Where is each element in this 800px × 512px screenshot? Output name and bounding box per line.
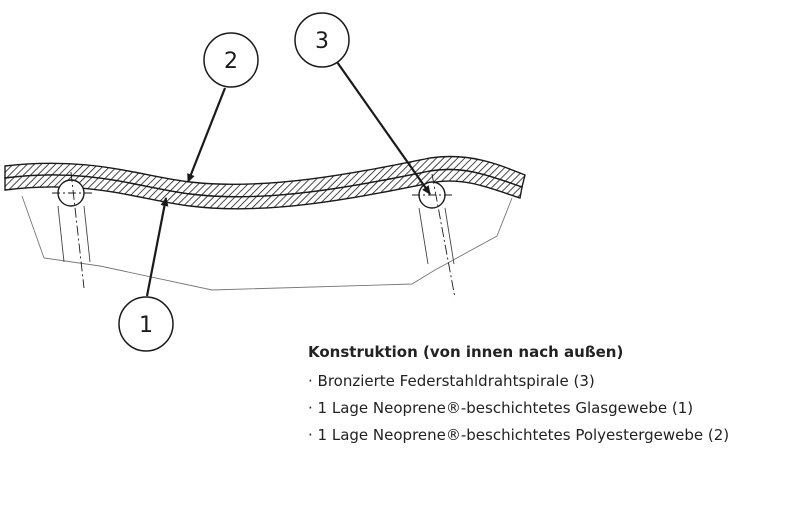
wire-spiral-left xyxy=(52,171,92,289)
callout-2-label: 2 xyxy=(224,49,238,74)
legend-item-wire-spiral: · Bronzierte Federstahldrahtspirale (3) xyxy=(308,372,595,390)
arrow-3 xyxy=(336,61,431,195)
callout-1-label: 1 xyxy=(139,313,153,338)
wire-spiral-right xyxy=(412,173,456,299)
legend-item-polyester-fabric: · 1 Lage Neoprene®-beschichtetes Polyest… xyxy=(308,426,730,444)
hose-wall xyxy=(4,155,526,210)
legend-title: Konstruktion (von innen nach außen) xyxy=(308,343,624,361)
arrow-1 xyxy=(145,197,169,297)
legend-item-glass-fabric: · 1 Lage Neoprene®-beschichtetes Glasgew… xyxy=(308,399,694,417)
callout-3: 3 xyxy=(294,12,350,68)
construction-legend: Konstruktion (von innen nach außen) · Br… xyxy=(308,343,729,449)
hose-body-outline xyxy=(21,195,513,291)
arrow-2 xyxy=(186,87,227,183)
callout-2: 2 xyxy=(203,32,259,88)
inner-fabric-layer xyxy=(4,168,523,210)
callout-1: 1 xyxy=(118,296,174,352)
callout-3-label: 3 xyxy=(315,29,329,54)
callout-arrows xyxy=(145,61,431,297)
